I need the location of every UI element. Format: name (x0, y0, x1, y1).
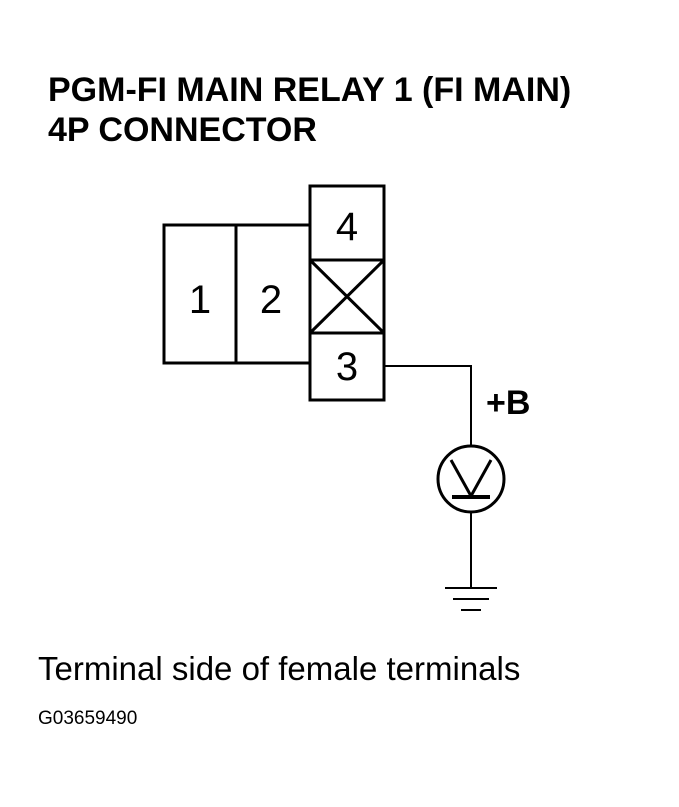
title-line-1: PGM-FI MAIN RELAY 1 (FI MAIN) (48, 71, 572, 109)
wire-pin3-to-meter (384, 365, 472, 447)
pin-3-label: 3 (336, 345, 358, 389)
figure-id: G03659490 (38, 708, 138, 729)
voltmeter-icon (436, 444, 506, 514)
connector-right-column (308, 184, 386, 402)
test-wiring (384, 365, 472, 588)
title-line-2: 4P CONNECTOR (48, 111, 317, 149)
ground-icon (445, 587, 497, 611)
pin-1-label: 1 (189, 278, 211, 322)
caption: Terminal side of female terminals (38, 650, 521, 687)
diagram-title: PGM-FI MAIN RELAY 1 (FI MAIN) 4P CONNECT… (48, 70, 571, 150)
pin-4-label: 4 (336, 205, 358, 249)
connector-body (162, 184, 386, 402)
blank-cavity-x-2 (308, 258, 386, 335)
supply-label: +B (486, 384, 530, 422)
pin-2-label: 2 (260, 278, 282, 322)
